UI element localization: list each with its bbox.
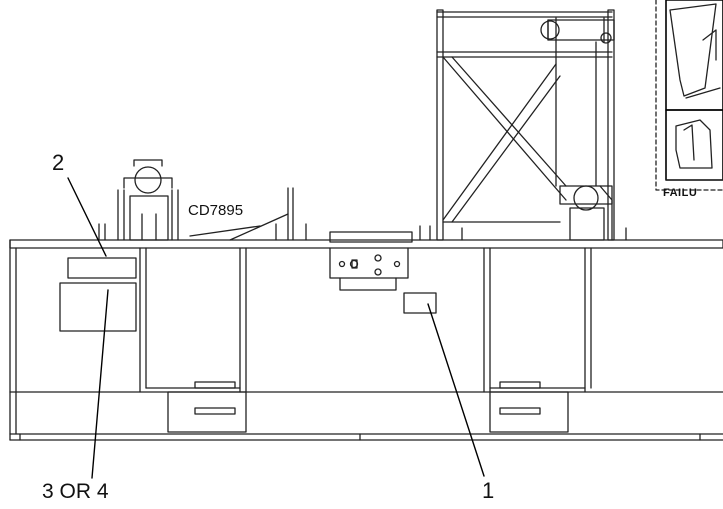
inset-detail-panel (655, 0, 723, 191)
right-fork-pocket (483, 247, 592, 433)
control-box (329, 247, 409, 291)
leader-line-2 (67, 177, 107, 257)
left-hoist (117, 159, 179, 241)
decal-2-panel (67, 257, 137, 279)
left-fork-pocket (139, 247, 247, 433)
part-number-label: CD7895 (188, 202, 244, 219)
callout-label-1: 1 (482, 478, 495, 503)
leader-line-3-or-4 (91, 289, 109, 479)
base-frame (9, 239, 723, 441)
decal-3-or-4-panel (59, 282, 137, 332)
upper-winch (540, 17, 615, 187)
right-hoist (559, 185, 613, 241)
top-rail-brackets (98, 187, 627, 243)
callout-label-3-or-4: 3 OR 4 (42, 480, 109, 503)
callout-label-2: 2 (52, 150, 65, 175)
leader-line-1 (427, 303, 485, 477)
lifting-tower-frame (436, 9, 615, 241)
decal-1-panel (403, 292, 437, 314)
inset-caption: FAILU (663, 187, 698, 199)
